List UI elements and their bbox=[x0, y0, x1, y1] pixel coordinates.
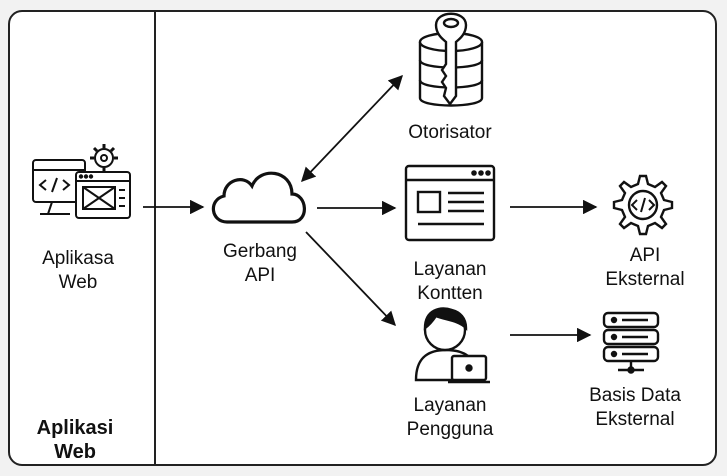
edges bbox=[143, 74, 598, 343]
web-page-icon bbox=[404, 164, 496, 242]
database-key-icon bbox=[418, 12, 484, 107]
web-app-icon bbox=[32, 144, 131, 219]
external-db-label: Basis Data Eksternal bbox=[589, 385, 681, 430]
edge-gateway-authorizer bbox=[301, 74, 403, 183]
cloud-icon bbox=[211, 171, 306, 224]
authorizer-label: Otorisator bbox=[408, 122, 492, 143]
user-laptop-icon bbox=[414, 307, 490, 384]
panel-divider bbox=[154, 10, 156, 466]
edge-gateway-user bbox=[305, 231, 396, 327]
content-service-label: Layanan Kontten bbox=[413, 259, 487, 304]
gear-code-icon bbox=[612, 174, 674, 236]
panel-title: Aplikasi Web bbox=[36, 417, 114, 463]
external-api-label: API Eksternal bbox=[605, 245, 685, 290]
web-app-label: Aplikasa Web bbox=[42, 248, 114, 293]
gateway-label: Gerbang API bbox=[223, 241, 297, 286]
server-icon bbox=[602, 311, 660, 374]
user-service-label: Layanan Pengguna bbox=[406, 395, 494, 440]
